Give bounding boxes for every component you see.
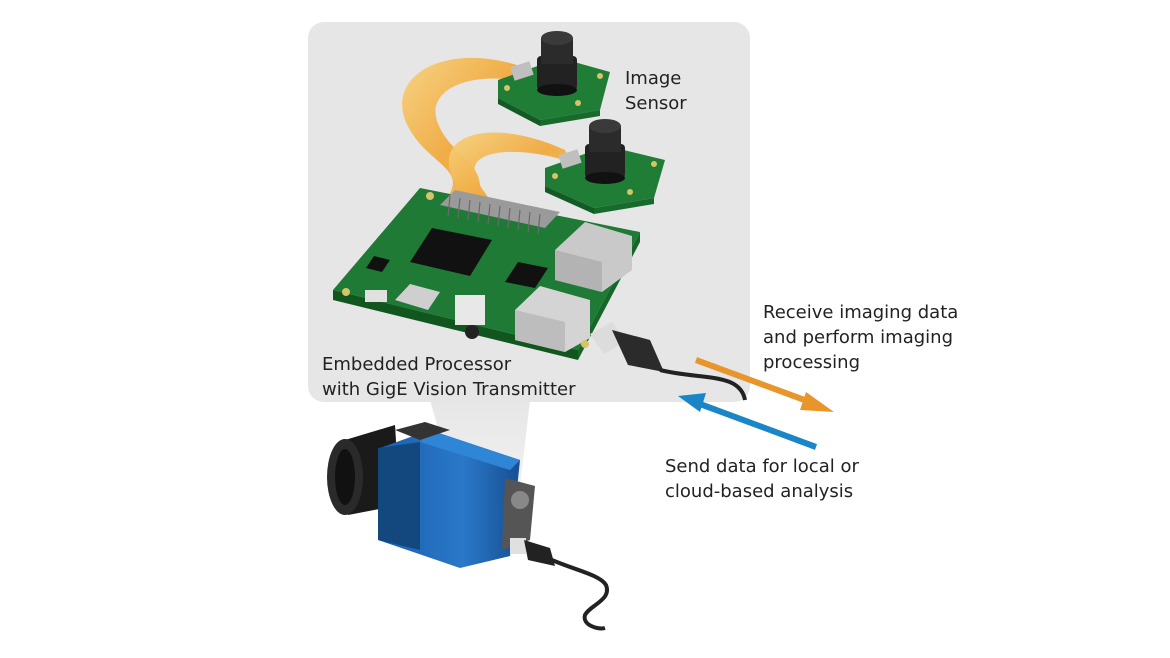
receive-data-label-line-2: and perform imaging [763,327,954,348]
receive-data-label: Receive imaging data and perform imaging… [763,300,958,375]
receive-data-label-line-1: Receive imaging data [763,302,959,323]
send-data-label-line-1: Send data for local or [665,456,859,477]
embedded-processor-label-line-2: with GigE Vision Transmitter [322,379,576,400]
send-data-label: Send data for local or cloud-based analy… [665,454,859,504]
orange-arrow-icon [694,357,834,412]
gige-camera-icon [327,422,609,631]
embedded-processor-label: Embedded Processor with GigE Vision Tran… [322,352,576,402]
image-sensor-label-line-2: Sensor [625,93,687,114]
receive-data-label-line-3: processing [763,352,861,373]
image-sensor-label-line-1: Image [625,68,682,89]
image-sensor-board-icon [498,31,610,126]
blue-arrow-icon [678,393,818,450]
image-sensor-board-icon [545,119,665,214]
image-sensor-label: Image Sensor [625,66,687,116]
send-data-label-line-2: cloud-based analysis [665,481,854,502]
ethernet-cable-icon [590,322,747,401]
embedded-processor-board-icon [333,188,640,360]
embedded-processor-label-line-1: Embedded Processor [322,354,512,375]
